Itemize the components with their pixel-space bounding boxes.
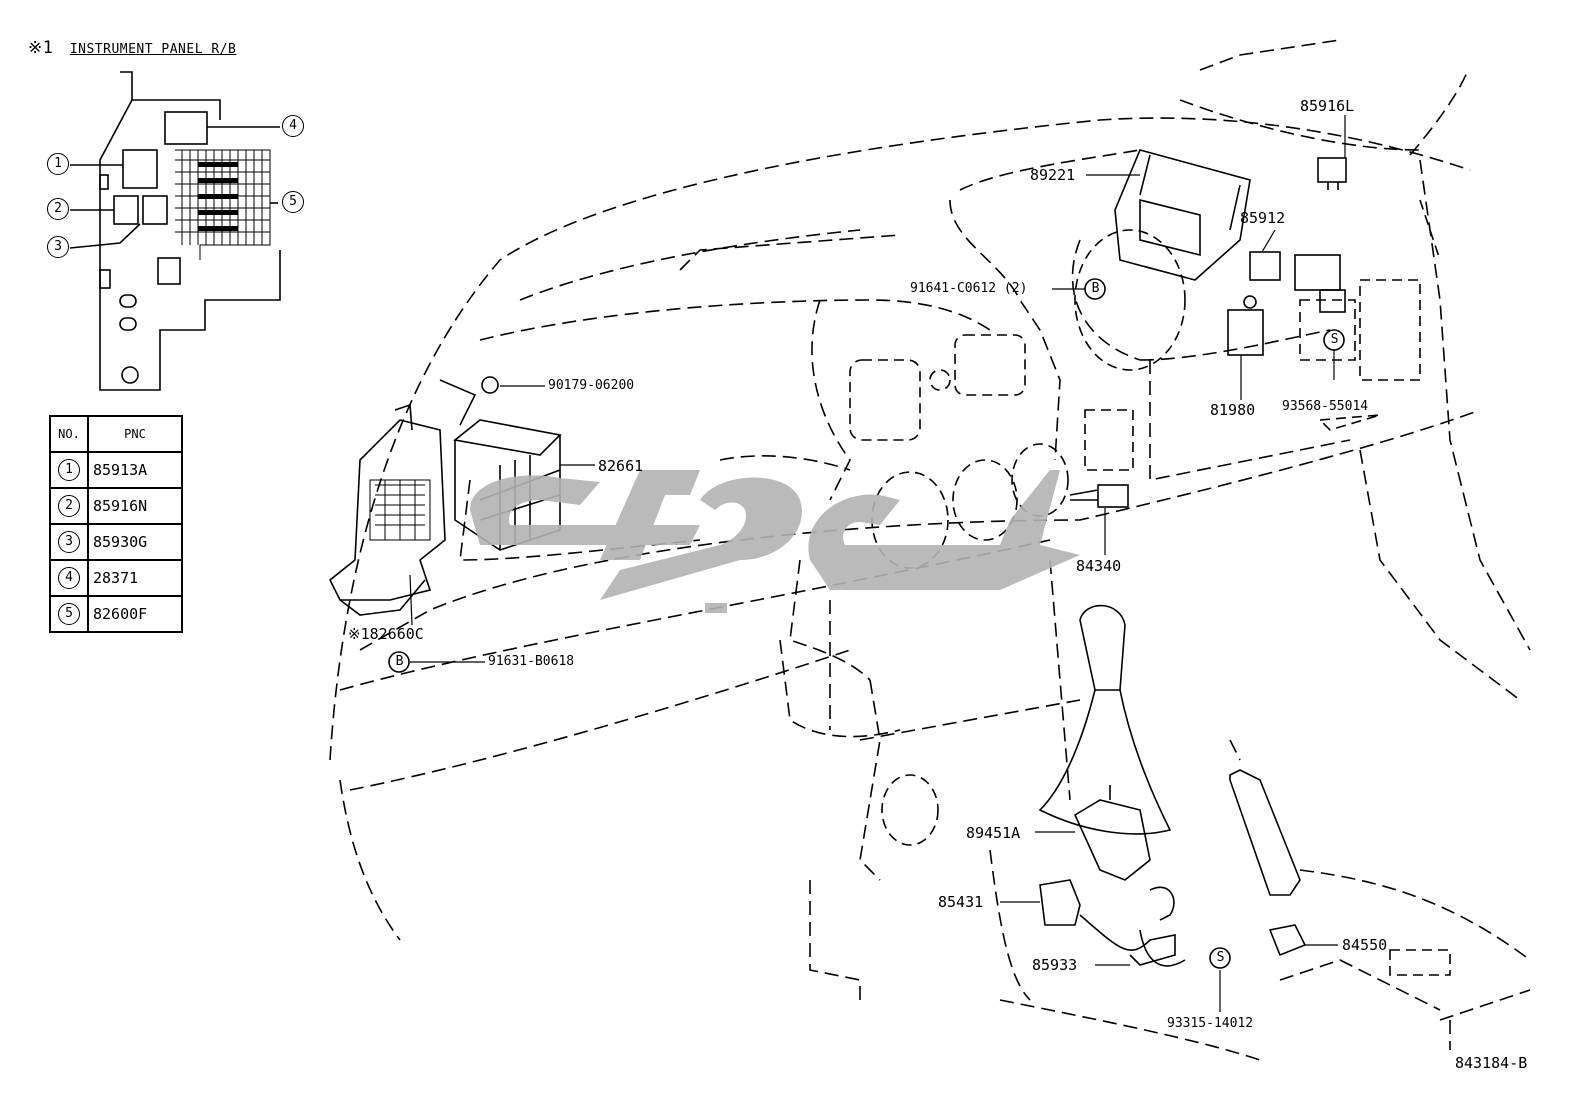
harness-85933 bbox=[1079, 886, 1186, 967]
row-number: 2 bbox=[58, 495, 80, 517]
table-row: 4 28371 bbox=[49, 559, 183, 597]
label-85912[interactable]: 85912 bbox=[1240, 209, 1286, 227]
switch-84550 bbox=[1268, 924, 1307, 957]
pnc-table: NO. PNC 1 85913A 2 85916N 3 85930G 4 283… bbox=[49, 415, 183, 633]
relay-85912 bbox=[1249, 251, 1346, 313]
label-85916l[interactable]: 85916L bbox=[1300, 97, 1355, 115]
instrument-panel-outline bbox=[329, 39, 1531, 1061]
unit-85431 bbox=[1039, 879, 1081, 926]
label-93568-55014[interactable]: 93568-55014 bbox=[1282, 399, 1369, 414]
bolt-b-label-1: B bbox=[1091, 281, 1100, 296]
inset-relay-block bbox=[69, 71, 281, 391]
label-90179-06200[interactable]: 90179-06200 bbox=[548, 378, 635, 393]
screw-s-label-2: S bbox=[1216, 950, 1225, 965]
table-row: 2 85916N bbox=[49, 487, 183, 525]
screw-symbol-s-1 bbox=[1323, 329, 1345, 351]
inset-callout-3: 3 bbox=[47, 236, 69, 258]
screw-s-label-1: S bbox=[1330, 332, 1339, 347]
label-81980[interactable]: 81980 bbox=[1210, 401, 1256, 419]
label-84340[interactable]: 84340 bbox=[1076, 557, 1122, 575]
shift-lever bbox=[1038, 604, 1301, 896]
label-91631-b0618[interactable]: 91631-B0618 bbox=[488, 654, 575, 669]
row-number: 3 bbox=[58, 531, 80, 553]
row-pnc[interactable]: 85930G bbox=[87, 523, 183, 561]
label-89451a[interactable]: 89451A bbox=[966, 824, 1021, 842]
bolt-b-label-2: B bbox=[395, 654, 404, 669]
inset-title: ※1 INSTRUMENT PANEL R/B bbox=[28, 38, 236, 58]
label-82660c[interactable]: 82660C bbox=[369, 625, 424, 643]
sensor-89451a bbox=[1073, 785, 1151, 881]
relay-85916l bbox=[1317, 157, 1347, 190]
row-pnc[interactable]: 82600F bbox=[87, 595, 183, 633]
pnc-header-pnc: PNC bbox=[87, 415, 183, 453]
inset-callout-4: 4 bbox=[282, 115, 304, 137]
label-91641-c0612[interactable]: 91641-C0612 (2) bbox=[910, 281, 1028, 296]
bolt-symbol-b-1 bbox=[1084, 278, 1106, 300]
row-pnc[interactable]: 85913A bbox=[87, 451, 183, 489]
row-number: 5 bbox=[58, 603, 80, 625]
label-85431[interactable]: 85431 bbox=[938, 893, 984, 911]
leader-lines bbox=[409, 115, 1346, 1012]
label-82661[interactable]: 82661 bbox=[598, 457, 644, 475]
diagram-reference-number: 843184-B bbox=[1455, 1054, 1528, 1072]
label-85933[interactable]: 85933 bbox=[1032, 956, 1078, 974]
inset-callout-5: 5 bbox=[282, 191, 304, 213]
label-89221[interactable]: 89221 bbox=[1030, 166, 1076, 184]
pnc-header-no: NO. bbox=[49, 415, 89, 453]
label-84550[interactable]: 84550 bbox=[1342, 936, 1388, 954]
pnc-table-header: NO. PNC bbox=[49, 415, 183, 453]
table-row: 1 85913A bbox=[49, 451, 183, 489]
label-82660c-marker: ※1 bbox=[348, 625, 370, 643]
watermark-logo bbox=[470, 470, 1080, 613]
table-row: 3 85930G bbox=[49, 523, 183, 561]
inset-title-text: INSTRUMENT PANEL R/B bbox=[69, 42, 237, 57]
inset-callout-2: 2 bbox=[47, 198, 69, 220]
row-pnc[interactable]: 85916N bbox=[87, 487, 183, 525]
label-82660c-group: ※182660C bbox=[348, 626, 424, 642]
inset-callout-1: 1 bbox=[47, 153, 69, 175]
row-pnc[interactable]: 28371 bbox=[87, 559, 183, 597]
inset-marker: ※1 bbox=[28, 38, 54, 58]
row-number: 4 bbox=[58, 567, 80, 589]
dash-panels bbox=[849, 199, 1451, 976]
clip-90179 bbox=[439, 376, 499, 426]
bracket-89221 bbox=[1114, 149, 1251, 281]
bolt-symbol-b-2 bbox=[388, 651, 410, 673]
switch-84340 bbox=[1069, 484, 1129, 508]
table-row: 5 82600F bbox=[49, 595, 183, 633]
screw-symbol-s-2 bbox=[1209, 947, 1231, 969]
label-93315-14012[interactable]: 93315-14012 bbox=[1167, 1016, 1254, 1031]
row-number: 1 bbox=[58, 459, 80, 481]
junction-block-82660c bbox=[328, 403, 446, 616]
sensor-81980 bbox=[1227, 295, 1264, 356]
